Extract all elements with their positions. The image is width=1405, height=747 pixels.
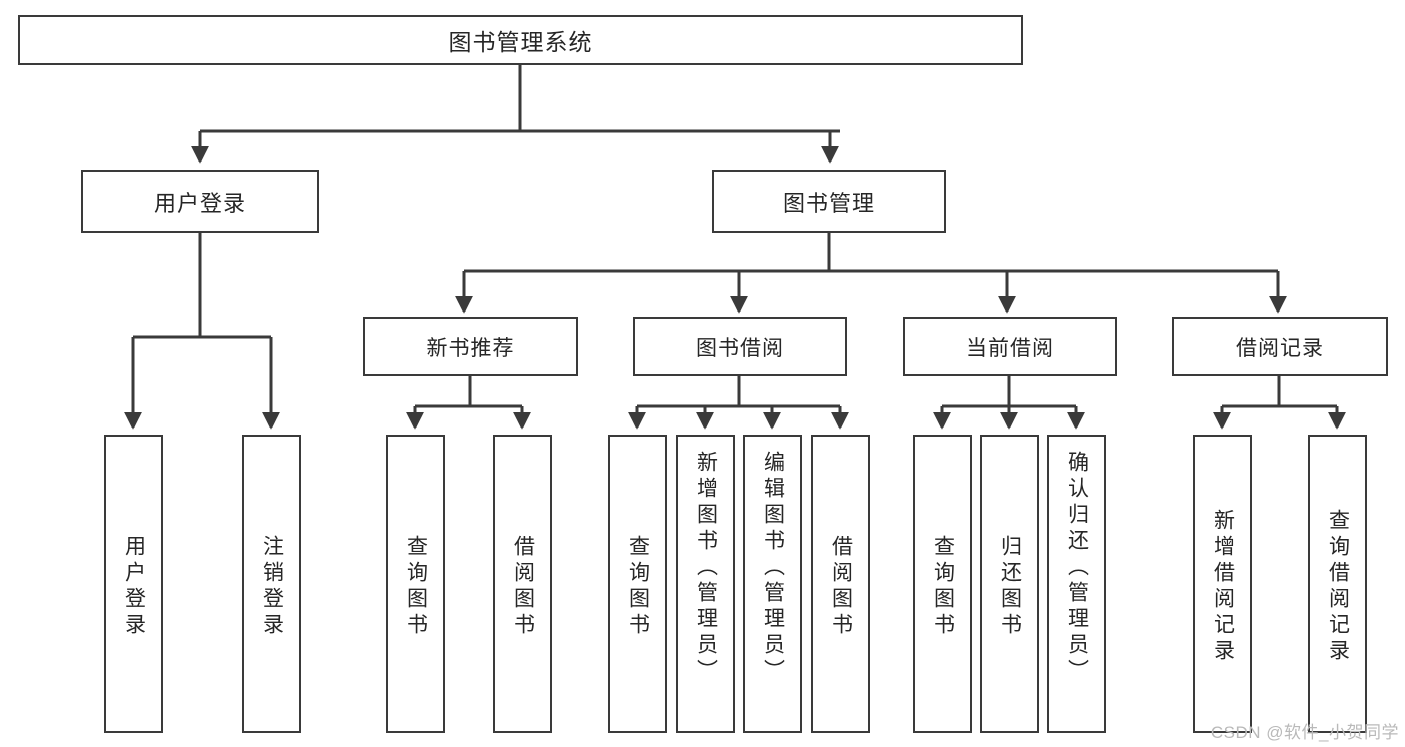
node-leaf-add-record[interactable]: 新增借阅记录 <box>1193 435 1252 733</box>
node-leaf-edit-book[interactable]: 编辑图书（管理员） <box>743 435 802 733</box>
node-leaf-borrow-book-2[interactable]: 借阅图书 <box>811 435 870 733</box>
node-new-book-recommend[interactable]: 新书推荐 <box>363 317 578 376</box>
node-leaf-borrow-book-1[interactable]: 借阅图书 <box>493 435 552 733</box>
node-leaf-edit-book-label: 编辑图书（管理员） <box>761 451 785 685</box>
node-leaf-logout-login-label: 注销登录 <box>260 535 284 639</box>
node-leaf-query-book-3[interactable]: 查询图书 <box>913 435 972 733</box>
node-leaf-query-record-label: 查询借阅记录 <box>1326 509 1350 665</box>
node-current-borrow[interactable]: 当前借阅 <box>903 317 1117 376</box>
node-leaf-confirm-return[interactable]: 确认归还（管理员） <box>1047 435 1106 733</box>
node-leaf-query-book-2-label: 查询图书 <box>626 535 650 639</box>
node-user-login[interactable]: 用户登录 <box>81 170 319 233</box>
node-leaf-return-book[interactable]: 归还图书 <box>980 435 1039 733</box>
node-leaf-add-book[interactable]: 新增图书（管理员） <box>676 435 735 733</box>
node-leaf-query-book-1[interactable]: 查询图书 <box>386 435 445 733</box>
node-leaf-add-record-label: 新增借阅记录 <box>1211 509 1235 665</box>
node-leaf-return-book-label: 归还图书 <box>998 535 1022 639</box>
node-book-borrow[interactable]: 图书借阅 <box>633 317 847 376</box>
node-leaf-user-login-label: 用户登录 <box>122 535 146 639</box>
node-borrow-record[interactable]: 借阅记录 <box>1172 317 1388 376</box>
node-leaf-query-book-2[interactable]: 查询图书 <box>608 435 667 733</box>
node-leaf-borrow-book-1-label: 借阅图书 <box>511 535 535 639</box>
node-leaf-user-login[interactable]: 用户登录 <box>104 435 163 733</box>
node-leaf-query-book-3-label: 查询图书 <box>931 535 955 639</box>
node-leaf-confirm-return-label: 确认归还（管理员） <box>1065 451 1089 685</box>
node-leaf-borrow-book-2-label: 借阅图书 <box>829 535 853 639</box>
node-leaf-query-book-1-label: 查询图书 <box>404 535 428 639</box>
node-current-borrow-label: 当前借阅 <box>966 336 1054 360</box>
node-borrow-record-label: 借阅记录 <box>1236 336 1324 360</box>
node-leaf-logout-login[interactable]: 注销登录 <box>242 435 301 733</box>
node-root-system[interactable]: 图书管理系统 <box>18 15 1023 65</box>
node-root-label: 图书管理系统 <box>448 29 593 55</box>
node-new-book-recommend-label: 新书推荐 <box>426 336 515 360</box>
node-user-login-label: 用户登录 <box>153 190 246 216</box>
node-leaf-query-record[interactable]: 查询借阅记录 <box>1308 435 1367 733</box>
node-book-borrow-label: 图书借阅 <box>696 336 784 360</box>
node-book-manage-label: 图书管理 <box>782 190 875 216</box>
node-book-manage[interactable]: 图书管理 <box>712 170 946 233</box>
watermark-text: CSDN @软件_小贺同学 <box>1210 723 1399 742</box>
node-leaf-add-book-label: 新增图书（管理员） <box>694 451 718 685</box>
